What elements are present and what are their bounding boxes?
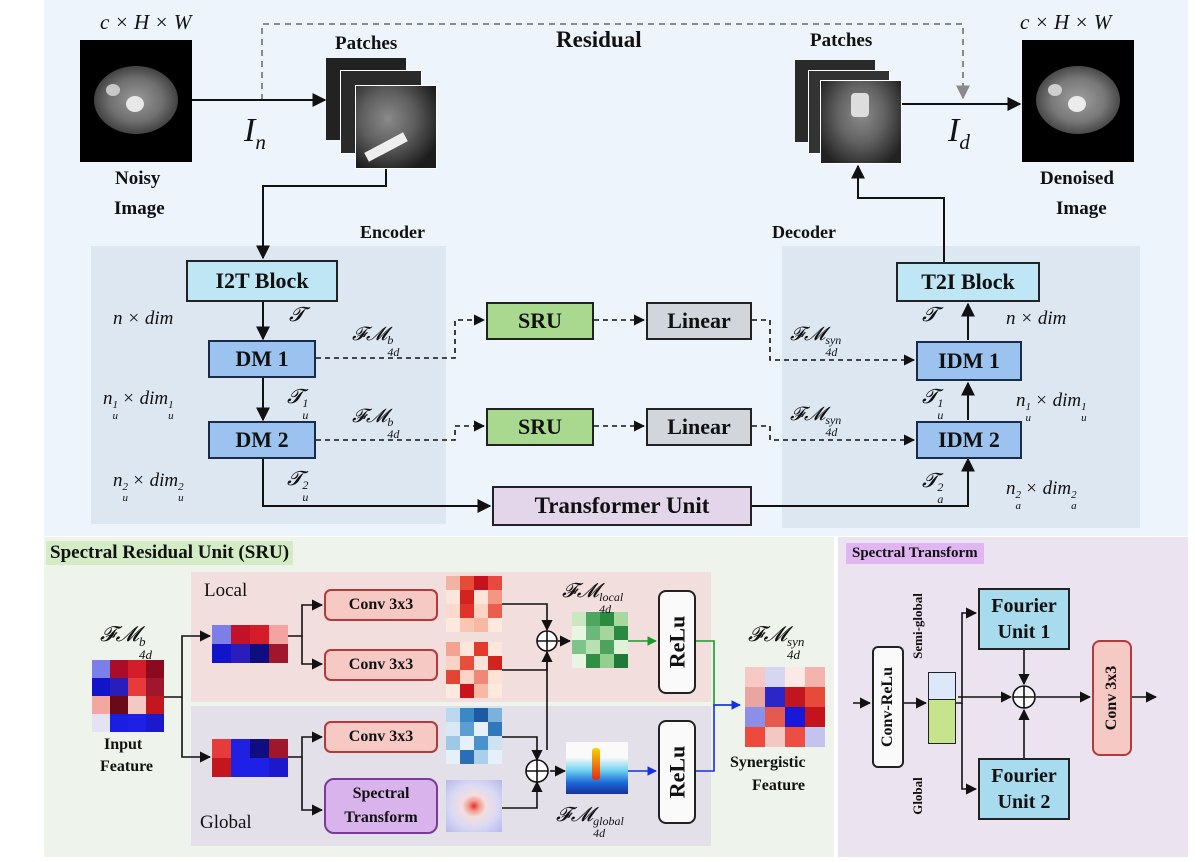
transformer-unit: Transformer Unit [492, 486, 752, 526]
local-conv2-output [446, 642, 502, 698]
global-conv: Conv 3x3 [324, 721, 438, 753]
noisy-image-line2: Image [114, 198, 165, 219]
global-conv-output [446, 708, 502, 764]
dm2-box: DM 2 [208, 421, 316, 459]
st-conv-box: Conv 3x3 [1092, 640, 1132, 756]
synergistic-feature-map [745, 667, 825, 747]
st-panel-title: Spectral Transform [846, 543, 984, 564]
conv-relu-box: Conv-ReLu [872, 646, 904, 768]
idm1-box: IDM 1 [916, 341, 1022, 381]
denoised-image-line2: Image [1056, 198, 1107, 219]
noisy-image-line1: Noisy [115, 168, 161, 189]
patches-left-label: Patches [335, 33, 398, 54]
semi-global-split [928, 672, 956, 700]
input-dims: c × H × W [100, 10, 192, 34]
residual-label: Residual [556, 27, 642, 52]
local-conv1-output [446, 576, 502, 632]
local-conv-1: Conv 3x3 [324, 589, 438, 621]
input-feature-line1: Input [104, 736, 143, 753]
decoder-label: Decoder [772, 222, 836, 242]
enc-n-dim: n × dim [113, 308, 174, 329]
dec-t: 𝓣 [922, 304, 938, 326]
global-fused-feature [566, 742, 628, 794]
synergistic-line1: Synergistic [730, 754, 806, 771]
linear-box-1: Linear [646, 302, 752, 340]
t2i-block: T2I Block [896, 262, 1040, 302]
input-noisy-var: In [244, 112, 266, 154]
global-relu: ReLu [658, 720, 696, 824]
noisy-ct-image [80, 40, 192, 162]
idm2-box: IDM 2 [916, 421, 1022, 459]
local-branch-label: Local [204, 580, 248, 601]
fourier-unit-1: Fourier Unit 1 [978, 588, 1070, 650]
global-split-label: Global [910, 777, 926, 815]
output-dims: c × H × W [1020, 10, 1112, 34]
local-split-feature [212, 625, 288, 663]
global-split-feature [212, 739, 288, 777]
i2t-block: I2T Block [186, 260, 338, 302]
encoder-label: Encoder [360, 222, 425, 242]
semi-global-label: Semi-global [910, 593, 926, 659]
output-patch-1 [820, 80, 902, 164]
dec-n-dim: n × dim [1006, 308, 1067, 329]
synergistic-line2: Feature [752, 777, 806, 794]
global-split [928, 700, 956, 744]
denoised-image-line1: Denoised [1040, 168, 1114, 189]
input-patch-1 [355, 85, 437, 169]
output-denoised-var: Id [948, 112, 970, 154]
sru-box-1: SRU [486, 302, 594, 340]
global-branch-label: Global [200, 812, 252, 833]
dm1-box: DM 1 [208, 340, 316, 378]
input-feature-line2: Feature [100, 758, 154, 775]
denoised-ct-image [1022, 40, 1134, 162]
enc-t: 𝓣 [289, 304, 305, 326]
linear-box-2: Linear [646, 408, 752, 446]
local-fused-feature [572, 612, 628, 668]
sru-panel-title: Spectral Residual Unit (SRU) [46, 541, 294, 565]
local-conv-2: Conv 3x3 [324, 649, 438, 681]
patches-right-label: Patches [810, 30, 873, 51]
spectral-output-map [446, 780, 502, 832]
local-relu: ReLu [658, 590, 696, 694]
sru-box-2: SRU [486, 408, 594, 446]
input-feature-map [92, 660, 164, 732]
spectral-transform-box: Spectral Transform [324, 778, 438, 834]
fourier-unit-2: Fourier Unit 2 [978, 758, 1070, 820]
